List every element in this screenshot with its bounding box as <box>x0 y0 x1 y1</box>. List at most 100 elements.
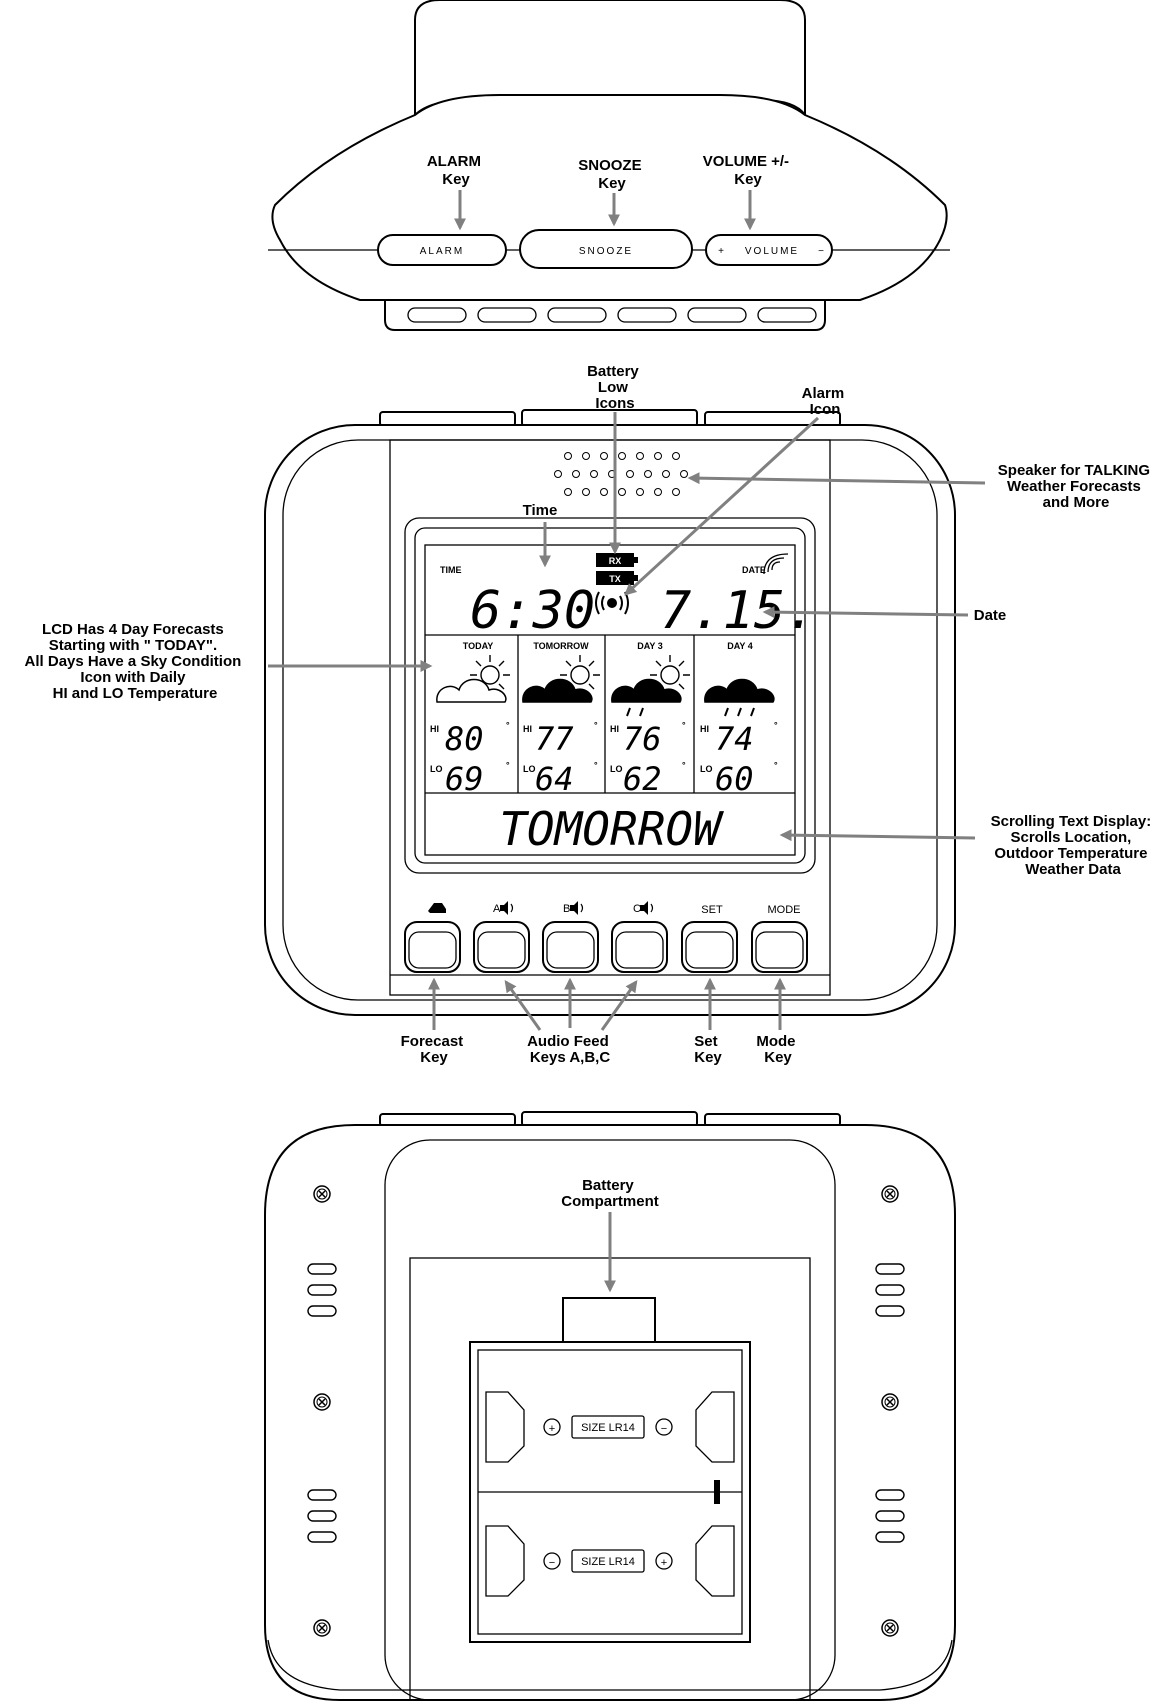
svg-text:64: 64 <box>535 760 574 798</box>
svg-text:LO: LO <box>700 764 713 774</box>
svg-text:°: ° <box>774 720 778 730</box>
speaker-a-icon: A <box>493 901 514 915</box>
forecast-day-1: TODAY <box>436 641 511 703</box>
audio-feed-keys-label: Audio Feed Keys A,B,C <box>527 1033 613 1066</box>
battery-compartment: + SIZE LR14 − − SIZE LR14 + <box>469 1297 751 1643</box>
svg-text:B: B <box>563 903 570 915</box>
screw-icon <box>313 1185 331 1203</box>
alarm-button[interactable]: ALARM <box>377 234 507 266</box>
svg-text:°: ° <box>506 720 510 730</box>
svg-text:°: ° <box>682 760 686 770</box>
svg-text:62: 62 <box>623 760 662 798</box>
mode-key[interactable] <box>751 921 808 973</box>
top-view-base <box>384 299 826 331</box>
mode-key-label: Mode Key <box>756 1033 799 1066</box>
svg-text:77: 77 <box>535 720 574 758</box>
svg-text:80: 80 <box>445 720 484 758</box>
plus-icon: + <box>549 1423 555 1435</box>
speaker-grille <box>554 452 688 496</box>
svg-text:76: 76 <box>623 720 662 758</box>
hi-lo-temps: HI LO 80 69 ° ° HI LO 77 64 ° ° HI LO 76… <box>430 720 778 798</box>
lcd-scroll-text: TOMORROW <box>499 802 724 856</box>
alarm-button-label: ALARM <box>420 246 464 257</box>
svg-text:HI: HI <box>700 724 709 734</box>
screw-icon <box>881 1619 899 1637</box>
forecast-day-3: DAY 3 <box>611 641 691 717</box>
top-view-body <box>271 94 948 301</box>
svg-text:C: C <box>633 903 641 915</box>
volume-minus-label: − <box>818 246 826 257</box>
svg-text:°: ° <box>506 760 510 770</box>
volume-button-label: VOLUME <box>745 246 799 257</box>
snooze-key-label: SNOOZE Key <box>578 157 646 192</box>
svg-text:°: ° <box>774 760 778 770</box>
day-1-name: TODAY <box>463 641 494 651</box>
audio-key-b[interactable] <box>542 921 599 973</box>
day-4-name: DAY 4 <box>727 641 753 651</box>
set-key-label: Set Key <box>694 1033 722 1066</box>
mode-key-icon-label: MODE <box>768 904 801 916</box>
screw-icon <box>313 1393 331 1411</box>
rx-tx-icons: RX TX <box>596 553 638 585</box>
svg-text:°: ° <box>594 720 598 730</box>
volume-button[interactable]: + VOLUME − <box>705 234 833 266</box>
lcd-bezel-inner <box>414 527 806 864</box>
day-3-name: DAY 3 <box>637 641 663 651</box>
svg-text:LO: LO <box>523 764 536 774</box>
rx-icon: RX <box>609 556 622 566</box>
forecast-day-2: TOMORROW <box>522 641 601 703</box>
lcd-forecasts-label: LCD Has 4 Day Forecasts Starting with " … <box>25 621 246 702</box>
audio-key-a[interactable] <box>473 921 530 973</box>
svg-text:°: ° <box>682 720 686 730</box>
lcd-time-label: TIME <box>440 565 462 575</box>
speaker-b-icon: B <box>563 901 584 915</box>
svg-text:HI: HI <box>610 724 619 734</box>
battery-low-icons-label: Battery Low Icons <box>587 363 643 412</box>
time-label: Time <box>523 502 558 519</box>
alarm-key-label: ALARM Key <box>427 153 485 188</box>
battery-size-label: SIZE LR14 <box>581 1556 635 1568</box>
front-view: TIME 6:30 DATE 7.15. RX TX TODAY TOMORRO… <box>25 363 1156 1066</box>
volume-plus-label: + <box>718 246 726 257</box>
snooze-button[interactable]: SNOOZE <box>519 229 693 269</box>
minus-icon: − <box>549 1557 555 1569</box>
snooze-button-label: SNOOZE <box>579 246 633 257</box>
svg-text:A: A <box>493 903 501 915</box>
svg-text:74: 74 <box>715 720 754 758</box>
lcd-date-label: DATE <box>742 565 766 575</box>
svg-text:LO: LO <box>610 764 623 774</box>
battery-slot-1: + SIZE LR14 − <box>543 1415 673 1439</box>
top-view: ALARM SNOOZE + VOLUME − ALARM Key SNOOZE… <box>268 0 950 331</box>
svg-text:HI: HI <box>523 724 532 734</box>
svg-text:60: 60 <box>715 760 754 798</box>
audio-key-c[interactable] <box>611 921 668 973</box>
plus-icon: + <box>661 1557 667 1569</box>
tx-icon: TX <box>609 574 621 584</box>
front-body <box>264 424 956 1016</box>
battery-compartment-label: Battery Compartment <box>561 1177 659 1210</box>
battery-size-label: SIZE LR14 <box>581 1422 635 1434</box>
signal-icon <box>763 553 789 575</box>
screw-icon <box>313 1619 331 1637</box>
speaker-c-icon: C <box>633 901 654 915</box>
date-label: Date <box>974 607 1007 624</box>
battery-slot-2: − SIZE LR14 + <box>543 1549 673 1573</box>
key-icons: A B C SET MODE <box>428 901 801 916</box>
forecast-day-4: DAY 4 <box>704 641 775 717</box>
volume-key-label: VOLUME +/- Key <box>703 153 793 188</box>
set-key[interactable] <box>681 921 738 973</box>
alarm-icon-label: Alarm Icon <box>802 385 849 418</box>
scrolling-text-label: Scrolling Text Display: Scrolls Location… <box>991 813 1156 878</box>
back-top-tabs <box>379 1111 841 1127</box>
base-slots <box>407 307 817 323</box>
day-2-name: TOMORROW <box>533 641 589 651</box>
alarm-bell-icon <box>595 591 629 615</box>
top-view-upper-body <box>414 0 806 116</box>
svg-text:LO: LO <box>430 764 443 774</box>
back-view: + SIZE LR14 − − SIZE LR14 + Battery Comp… <box>264 1111 956 1701</box>
forecast-key-icon <box>428 903 446 913</box>
rain-icon <box>724 707 755 717</box>
svg-text:69: 69 <box>445 760 484 798</box>
forecast-key[interactable] <box>404 921 461 973</box>
